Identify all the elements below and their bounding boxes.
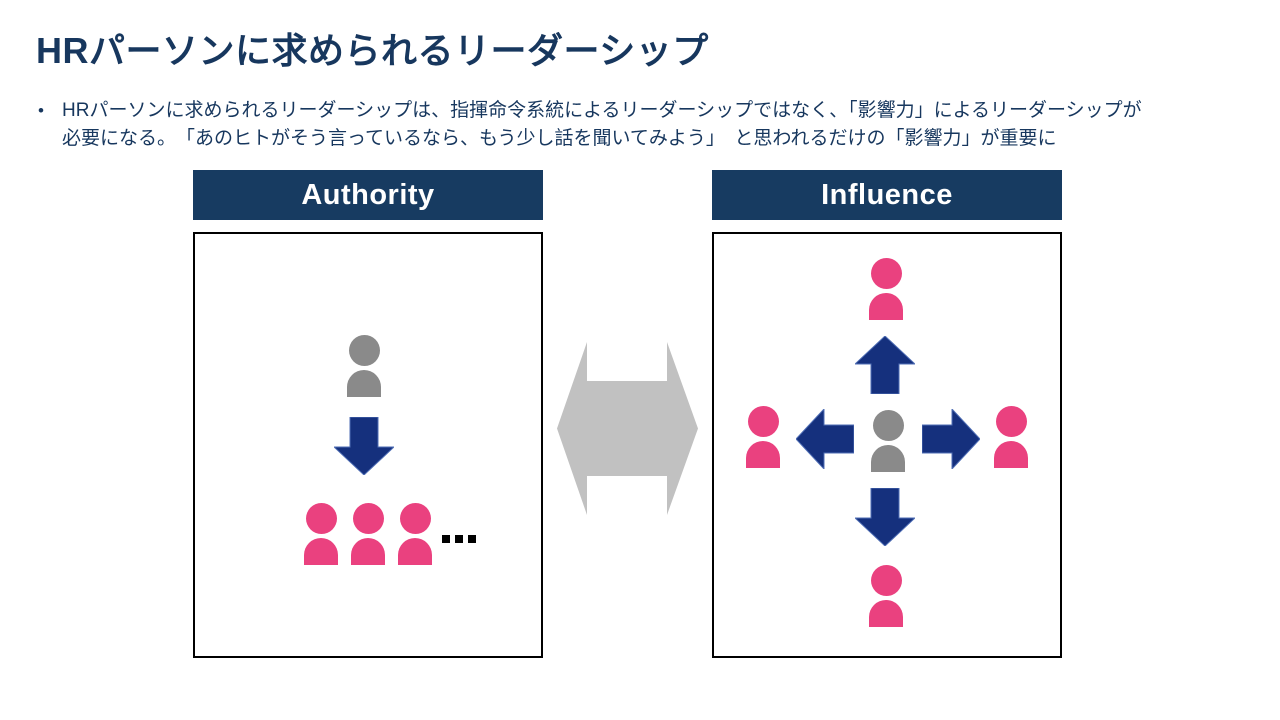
pink-person-icon	[746, 406, 780, 468]
pink-person-icon	[398, 503, 432, 565]
down-arrow-icon	[334, 417, 394, 475]
influence-header-label: Influence	[821, 178, 953, 211]
bullet-line: 必要になる。 「あのヒトがそう言っているなら、もう少し話を聞いてみよう」 と思わ…	[62, 128, 1057, 149]
bullet-text: HRパーソンに求められるリーダーシップは、指揮命令系統によるリーダーシップではな…	[62, 97, 1142, 153]
pink-person-icon	[351, 503, 385, 565]
bullet-line: HRパーソンに求められるリーダーシップは、指揮命令系統によるリーダーシップではな…	[62, 100, 1142, 121]
up-arrow-icon	[855, 336, 915, 394]
influence-panel-header: Influence	[712, 170, 1062, 220]
authority-header-label: Authority	[301, 178, 435, 211]
pink-person-icon	[994, 406, 1028, 468]
right-arrow-icon	[921, 409, 981, 469]
gray-person-icon	[871, 410, 905, 472]
pink-person-icon	[869, 258, 903, 320]
gray-person-icon	[347, 335, 381, 397]
bullet-item: • HRパーソンに求められるリーダーシップは、指揮命令系統によるリーダーシップで…	[38, 97, 1218, 153]
left-arrow-icon	[795, 409, 855, 469]
pink-person-icon	[304, 503, 338, 565]
slide-title: HRパーソンに求められるリーダーシップ	[36, 30, 709, 71]
down-arrow-icon	[855, 488, 915, 546]
ellipsis-icon	[442, 535, 476, 543]
authority-panel-header: Authority	[193, 170, 543, 220]
left-right-double-arrow-icon	[557, 342, 698, 515]
authority-panel-body	[193, 232, 543, 658]
influence-panel-body	[712, 232, 1062, 658]
pink-person-icon	[869, 565, 903, 627]
bullet-marker: •	[38, 101, 44, 120]
